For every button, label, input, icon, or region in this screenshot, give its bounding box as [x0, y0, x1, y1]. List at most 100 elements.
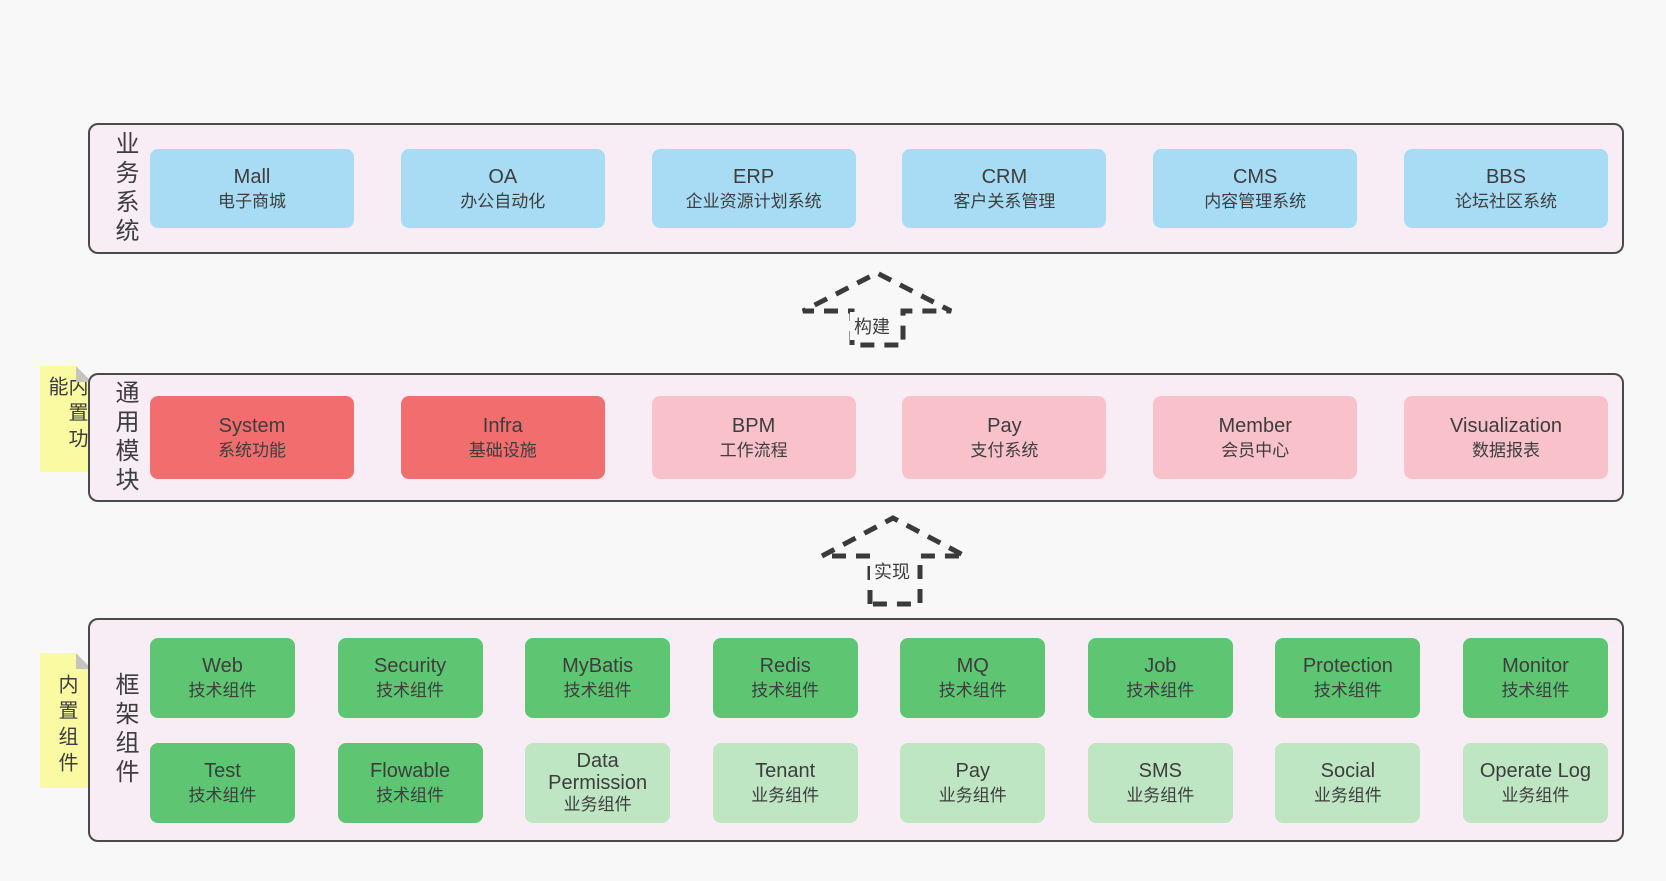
card-subtitle: 会员中心 — [1221, 440, 1290, 460]
business-systems-section: 业务系统 Mall 电子商城 OA 办公自动化 ERP 企业资源计划系统 CRM… — [88, 123, 1624, 254]
card-bbs: BBS 论坛社区系统 — [1403, 149, 1608, 228]
dashed-up-arrow-implement — [820, 515, 967, 607]
card-title: Protection — [1302, 654, 1393, 677]
card-subtitle: 工作流程 — [719, 440, 788, 460]
card-title: OA — [488, 165, 518, 188]
card-subtitle: 系统功能 — [218, 440, 286, 460]
sticky-note-built-in-features: 内置功能 — [40, 366, 92, 472]
card-operate-log: Operate Log 业务组件 — [1462, 742, 1608, 823]
card-subtitle: 技术组件 — [376, 680, 445, 700]
card-title: Visualization — [1450, 414, 1562, 437]
card-subtitle: 论坛社区系统 — [1454, 191, 1557, 211]
section-label-modules: 通用模块 — [111, 379, 138, 496]
card-protection: Protection 技术组件 — [1275, 637, 1421, 718]
business-cards-row: Mall 电子商城 OA 办公自动化 ERP 企业资源计划系统 CRM 客户关系… — [150, 149, 1608, 228]
card-subtitle: 基础设施 — [468, 440, 537, 460]
sticky-note-label: 内置组件 — [55, 673, 77, 778]
card-subtitle: 办公自动化 — [460, 191, 546, 211]
card-subtitle: 技术组件 — [751, 680, 820, 700]
card-subtitle: 业务组件 — [563, 794, 632, 814]
components-row-1: Web 技术组件 Security 技术组件 MyBatis 技术组件 Redi… — [150, 637, 1608, 718]
card-title: MQ — [956, 654, 989, 677]
card-title: CRM — [981, 165, 1028, 188]
card-security: Security 技术组件 — [337, 637, 483, 718]
card-title: Redis — [759, 654, 811, 677]
dashed-up-arrow-build — [801, 270, 953, 348]
common-modules-section: 通用模块 System 系统功能 Infra 基础设施 BPM 工作流程 Pay… — [88, 373, 1624, 502]
card-title: Member — [1218, 414, 1292, 437]
card-title: Pay — [955, 759, 990, 782]
card-subtitle: 业务组件 — [1126, 785, 1195, 805]
arrow-label-build: 构建 — [850, 312, 894, 340]
card-subtitle: 技术组件 — [563, 680, 632, 700]
card-title: Flowable — [370, 759, 451, 782]
card-infra: Infra 基础设施 — [400, 396, 605, 479]
card-subtitle: 企业资源计划系统 — [685, 191, 822, 211]
card-title: BBS — [1485, 165, 1526, 188]
card-subtitle: 技术组件 — [938, 680, 1007, 700]
card-subtitle: 业务组件 — [751, 785, 820, 805]
card-job: Job 技术组件 — [1087, 637, 1233, 718]
card-subtitle: 技术组件 — [376, 785, 445, 805]
card-subtitle: 业务组件 — [938, 785, 1007, 805]
card-title: MyBatis — [562, 654, 634, 677]
card-title: Social — [1320, 759, 1376, 782]
card-visualization: Visualization 数据报表 — [1403, 396, 1608, 479]
card-subtitle: 业务组件 — [1313, 785, 1382, 805]
card-title: ERP — [733, 165, 775, 188]
card-flowable: Flowable 技术组件 — [337, 742, 483, 823]
card-sms: SMS 业务组件 — [1087, 742, 1233, 823]
card-subtitle: 电子商城 — [218, 191, 286, 211]
card-mybatis: MyBatis 技术组件 — [525, 637, 671, 718]
card-title: Monitor — [1502, 654, 1569, 677]
card-crm: CRM 客户关系管理 — [902, 149, 1107, 228]
card-subtitle: 数据报表 — [1471, 440, 1540, 460]
card-tenant: Tenant 业务组件 — [712, 742, 858, 823]
section-label-business: 业务系统 — [111, 130, 138, 247]
card-subtitle: 技术组件 — [1501, 680, 1570, 700]
card-subtitle: 业务组件 — [1501, 785, 1570, 805]
section-label-components: 框架组件 — [111, 672, 138, 788]
card-web: Web 技术组件 — [150, 637, 295, 718]
card-mall: Mall 电子商城 — [150, 149, 354, 228]
card-title: Security — [373, 654, 447, 677]
card-monitor: Monitor 技术组件 — [1462, 637, 1608, 718]
card-pay-component: Pay 业务组件 — [900, 742, 1046, 823]
framework-components-section: 框架组件 Web 技术组件 Security 技术组件 MyBatis 技术组件… — [88, 618, 1624, 842]
card-title: BPM — [731, 414, 776, 437]
modules-cards-row: System 系统功能 Infra 基础设施 BPM 工作流程 Pay 支付系统… — [150, 396, 1608, 479]
card-test: Test 技术组件 — [150, 742, 295, 823]
card-bpm: BPM 工作流程 — [651, 396, 856, 479]
card-title: Tenant — [755, 759, 816, 782]
card-title: Pay — [987, 414, 1022, 437]
card-subtitle: 技术组件 — [188, 680, 257, 700]
card-title: Infra — [482, 414, 523, 437]
card-title: Job — [1144, 654, 1177, 677]
card-subtitle: 技术组件 — [188, 785, 257, 805]
components-rows: Web 技术组件 Security 技术组件 MyBatis 技术组件 Redi… — [150, 637, 1608, 823]
card-cms: CMS 内容管理系统 — [1153, 149, 1358, 228]
card-data-permission: Data Permission 业务组件 — [525, 742, 671, 823]
sticky-note-label: 内置功能 — [45, 376, 87, 454]
card-redis: Redis 技术组件 — [712, 637, 858, 718]
card-subtitle: 支付系统 — [970, 440, 1039, 460]
components-row-2: Test 技术组件 Flowable 技术组件 Data Permission … — [150, 742, 1608, 823]
card-title: Mall — [233, 165, 271, 188]
card-subtitle: 技术组件 — [1313, 680, 1382, 700]
card-title: Operate Log — [1479, 759, 1592, 782]
card-title: Test — [204, 759, 241, 782]
card-subtitle: 客户关系管理 — [953, 191, 1056, 211]
card-social: Social 业务组件 — [1275, 742, 1421, 823]
card-system: System 系统功能 — [150, 396, 354, 479]
card-erp: ERP 企业资源计划系统 — [651, 149, 856, 228]
sticky-note-built-in-components: 内置组件 — [40, 653, 92, 788]
arrow-label-implement: 实现 — [870, 557, 914, 585]
card-title: Data Permission — [548, 749, 648, 794]
card-pay-system: Pay 支付系统 — [902, 396, 1107, 479]
card-title: CMS — [1232, 165, 1278, 188]
card-mq: MQ 技术组件 — [900, 637, 1046, 718]
card-subtitle: 内容管理系统 — [1204, 191, 1307, 211]
card-oa: OA 办公自动化 — [400, 149, 605, 228]
card-title: System — [218, 414, 286, 437]
card-member: Member 会员中心 — [1153, 396, 1358, 479]
